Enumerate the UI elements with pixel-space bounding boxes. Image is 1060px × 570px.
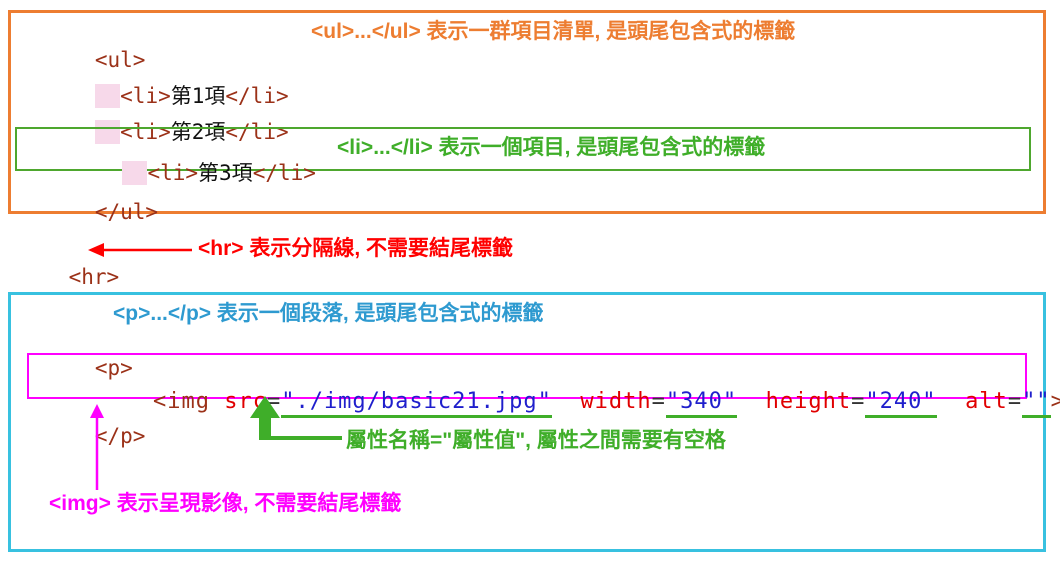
alt-attr-value: "" (1022, 389, 1051, 418)
magenta-up-arrow (90, 404, 104, 490)
attr-gap (937, 389, 966, 414)
height-attr-value: "240" (865, 389, 937, 418)
ul-annotation: <ul>...</ul> 表示一群項目清單, 是頭尾包含式的標籤 (311, 20, 796, 43)
li-item-text: 第2項 (170, 120, 226, 144)
p-close-code: </p> (19, 397, 146, 475)
hr-tag: <hr> (68, 265, 120, 289)
ul-close-code: </ul> (19, 173, 158, 251)
li-line-3: <li>第3項</li> (21, 134, 316, 212)
li-item-text: 第1項 (170, 84, 226, 108)
li-close-tag: </li> (252, 161, 316, 185)
li-close-tag: </li> (225, 84, 289, 108)
li-open-tag: <li> (120, 120, 171, 144)
equals-sign: = (1007, 389, 1023, 414)
indent-highlight (94, 120, 121, 144)
ul-example-box: <ul> <ul>...</ul> 表示一群項目清單, 是頭尾包含式的標籤 <l… (8, 10, 1046, 224)
p-example-box: <p>...</p> 表示一個段落, 是頭尾包含式的標籤 <p> <img sr… (8, 292, 1060, 552)
li-highlight-box: <li>第3項</li> <li>...</li> 表示一個項目, 是頭尾包含式… (15, 127, 1031, 185)
hr-annotation: <hr> 表示分隔線, 不需要結尾標籤 (198, 237, 514, 260)
p-open-code: <p> (19, 329, 133, 407)
ul-open-tag: <ul> (94, 48, 146, 72)
width-attr-name: width (580, 389, 652, 414)
attr-annotation: 屬性名稱="屬性值", 屬性之間需要有空格 (346, 429, 726, 452)
img-open-tag: <img (152, 389, 225, 414)
src-attr-value: "./img/basic21.jpg" (281, 389, 552, 418)
li-open-tag: <li> (120, 84, 171, 108)
li-close-tag: </li> (225, 120, 289, 144)
attr-gap (552, 389, 581, 414)
indent-highlight (122, 161, 148, 185)
green-up-arrow (250, 396, 342, 440)
li-annotation: <li>...</li> 表示一個項目, 是頭尾包含式的標籤 (337, 136, 766, 159)
li-line-1: <li>第1項</li> (19, 57, 289, 135)
p-annotation: <p>...</p> 表示一個段落, 是頭尾包含式的標籤 (113, 302, 544, 325)
width-attr-value: "340" (665, 389, 738, 418)
attr-gap (737, 389, 766, 414)
equals-sign: = (651, 389, 666, 414)
indent-highlight (94, 84, 121, 108)
img-highlight-box: <img src="./img/basic21.jpg" width="340"… (27, 353, 1060, 418)
hr-code: <hr> (18, 238, 120, 316)
img-annotation: <img> 表示呈現影像, 不需要結尾標籤 (49, 492, 402, 515)
img-code-line: <img src="./img/basic21.jpg" width="340"… (39, 360, 1060, 444)
height-attr-name: height (765, 389, 852, 414)
ul-close-tag: </ul> (94, 200, 159, 224)
li-line-2: <li>第2項</li> (19, 93, 289, 171)
li-open-tag: <li> (147, 161, 199, 185)
red-arrow (88, 243, 192, 257)
p-close-tag: </p> (94, 424, 146, 448)
li-item-text: 第3項 (198, 161, 253, 185)
equals-sign: = (851, 389, 866, 414)
alt-attr-name: alt (965, 389, 1008, 414)
p-open-tag: <p> (94, 356, 133, 380)
img-close-bracket: > (1050, 389, 1060, 414)
ul-open-code: <ul> (19, 21, 146, 99)
